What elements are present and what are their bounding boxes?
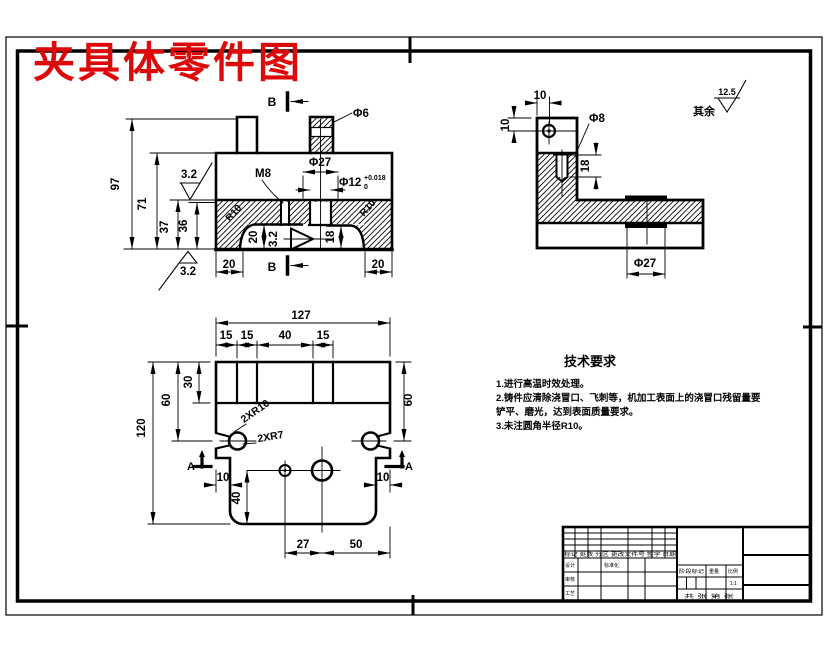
tech-requirements-item: 3.未注圆角半径R10。: [496, 420, 588, 432]
tb-scale-value: 1:1: [730, 581, 737, 587]
tb-weight: 重量: [709, 568, 719, 575]
tb-sheet-info: 共 张 第 张: [684, 593, 734, 600]
tech-requirements-item: 1.进行高温时效处理。: [496, 378, 589, 390]
dim-37: 37: [159, 221, 171, 234]
dim-dia12-tol-upper: +0.018: [364, 175, 386, 182]
dim-120: 120: [136, 418, 148, 437]
dim-15a: 15: [220, 330, 233, 342]
dim-dia12-tol-lower: 0: [364, 184, 368, 191]
dim-40b: 40: [231, 492, 243, 505]
dim-dia12: Φ12: [339, 177, 361, 189]
rough-value-bottom: 3.2: [180, 266, 196, 278]
tb-revision-header: 标记 处数 分区 更改文件号 签字 日期: [564, 551, 676, 558]
section-a-marks: [192, 450, 405, 469]
roughness-symbol-top: [179, 162, 213, 201]
dim-2xr7: 2XR7: [257, 429, 285, 445]
section-label-b-bottom: B: [268, 260, 277, 274]
dim-side-18: 18: [580, 159, 592, 172]
top-view: A A 127 15 15 40 15 30 60 120 60 10 10 4…: [136, 310, 415, 559]
dim-50: 50: [350, 539, 363, 551]
section-label-b-top: B: [268, 95, 277, 109]
dim-dia27: Φ27: [309, 157, 331, 169]
dim-60-right: 60: [403, 394, 415, 407]
dim-15c: 15: [317, 330, 330, 342]
tb-scale-label: 比例: [728, 568, 738, 575]
dim-slot-18: 18: [325, 230, 337, 243]
tech-requirements-title: 技术要求: [564, 354, 617, 369]
general-roughness: 12.5 其余: [693, 79, 747, 118]
dim-27: 27: [297, 539, 310, 551]
section-label-a-right: A: [405, 461, 413, 473]
dim-side-10-left: 10: [500, 119, 512, 132]
general-roughness-value: 12.5: [718, 87, 736, 97]
dim-foot-left: 20: [223, 259, 236, 271]
title-block: 标记 处数 分区 更改文件号 签字 日期 设计 标准化 审核 工艺 阶段标记 重…: [561, 525, 812, 603]
dim-71: 71: [137, 197, 149, 210]
side-dimensions: [507, 96, 666, 279]
section-b-marks: [285, 91, 309, 276]
tb-process: 工艺: [565, 591, 575, 597]
general-roughness-prefix: 其余: [693, 104, 716, 118]
side-view: 10 10 18 Φ8 Φ27: [500, 90, 705, 279]
tech-requirements: 技术要求 1.进行高温时效处理。 2.铸件应清除浇冒口、飞刺等，机加工表面上的浇…: [496, 354, 761, 432]
tb-design: 设计: [565, 562, 575, 569]
section-label-a-left: A: [187, 461, 195, 473]
dim-side-dia8: Φ8: [589, 113, 605, 125]
dim-127: 127: [291, 310, 310, 322]
top-dimensions: [147, 317, 412, 559]
dim-slot-20: 20: [248, 231, 260, 244]
front-section-view: B B 97 71 37 36 20 18 3.2 20 20 M8 Φ6 Φ2…: [110, 91, 394, 291]
tb-stage-mark: 阶段标记: [679, 568, 704, 575]
dim-60-left: 60: [161, 394, 173, 407]
sheet-border: [5, 36, 823, 616]
roughness-symbol-bottom: [158, 250, 198, 291]
dim-side-10-top: 10: [534, 90, 547, 102]
dim-36: 36: [178, 220, 190, 233]
dim-97: 97: [110, 178, 122, 191]
dim-rough-slot: 3.2: [268, 231, 280, 247]
rough-value-top: 3.2: [181, 169, 197, 181]
dim-10-left: 10: [217, 472, 230, 484]
dim-2xr10: 2XR10: [239, 397, 272, 425]
tech-requirements-item: 2.铸件应清除浇冒口、飞刺等，机加工表面上的浇冒口残留量要: [496, 392, 761, 404]
tb-audit: 审核: [565, 576, 575, 583]
dim-30: 30: [183, 376, 195, 389]
tb-standardization: 标准化: [604, 562, 619, 569]
front-dimensions: [123, 112, 393, 278]
dim-side-dia27: Φ27: [634, 258, 656, 270]
dim-dia6: Φ6: [353, 108, 369, 120]
dim-10-right: 10: [377, 472, 390, 484]
dim-40t: 40: [279, 330, 292, 342]
dim-m8: M8: [255, 168, 272, 180]
drawing-title: 夹具体零件图: [33, 39, 303, 86]
dim-15b: 15: [241, 330, 254, 342]
tech-requirements-item: 铲平、磨光，达到表面质量要求。: [496, 406, 639, 418]
dim-foot-right: 20: [372, 259, 385, 271]
